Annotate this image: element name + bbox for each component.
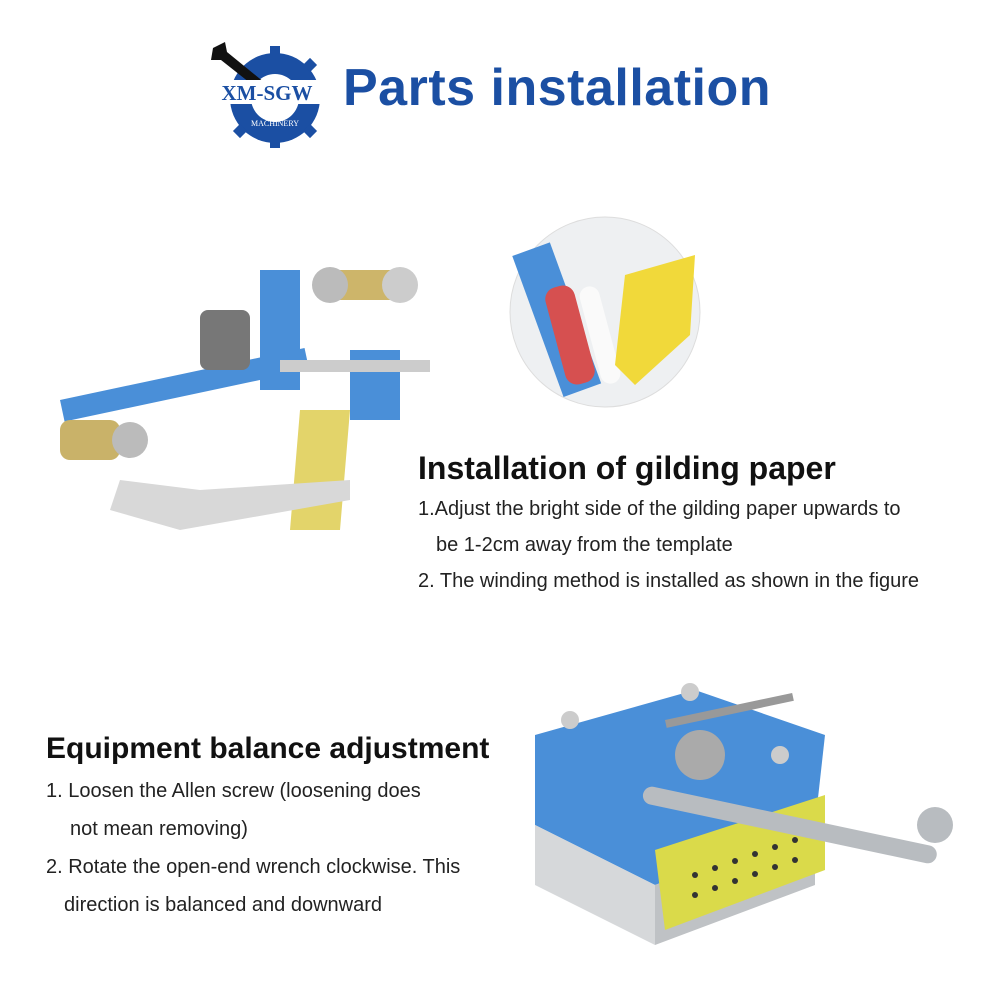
- winding-detail-image: [509, 216, 701, 408]
- gilding-machine-image: [60, 267, 430, 530]
- balance-device-image: [535, 683, 953, 945]
- svg-text:MACHINERY: MACHINERY: [251, 119, 299, 128]
- gilding-step-2: 2. The winding method is installed as sh…: [418, 570, 920, 592]
- gilding-step-1: 1.Adjust the bright side of the gilding …: [418, 498, 901, 520]
- gilding-paper-heading: Installation of gilding paper: [418, 450, 836, 486]
- xm-sgw-logo: XM-SGW MACHINERY: [207, 42, 328, 148]
- balance-step-1-cont: not mean removing): [70, 818, 248, 840]
- balance-step-2-cont: direction is balanced and downward: [64, 894, 382, 916]
- gilding-step-1-cont: be 1-2cm away from the template: [436, 534, 733, 556]
- svg-text:XM-SGW: XM-SGW: [222, 81, 313, 105]
- balance-heading: Equipment balance adjustment: [46, 732, 490, 765]
- page-title: Parts installation: [343, 59, 771, 117]
- balance-step-1: 1. Loosen the Allen screw (loosening doe…: [46, 780, 421, 802]
- balance-step-2: 2. Rotate the open-end wrench clockwise.…: [46, 856, 461, 878]
